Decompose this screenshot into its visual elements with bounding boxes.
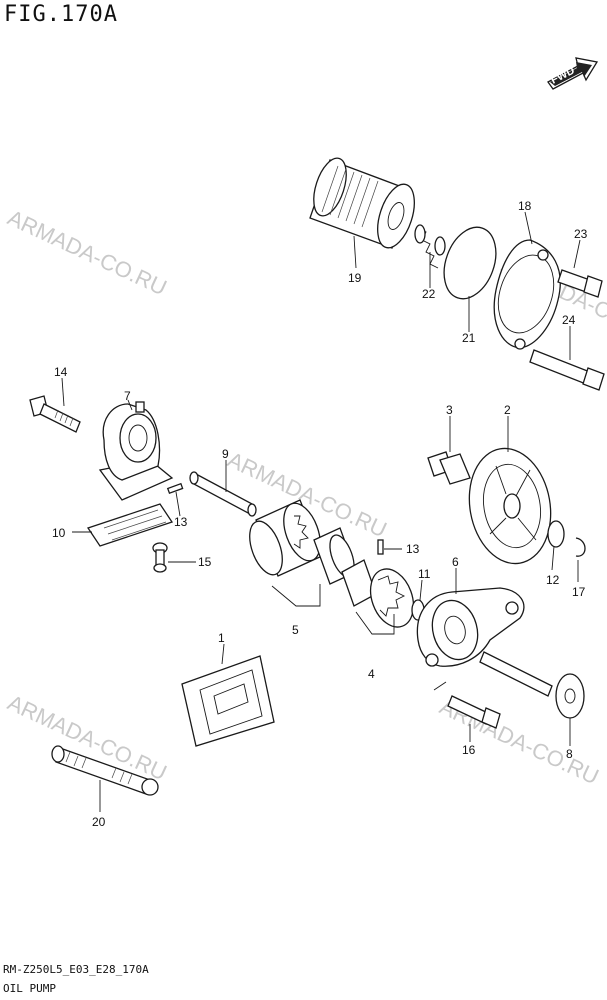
bolt-15-part <box>152 542 168 573</box>
callout-1: 1 <box>218 631 225 645</box>
callout-17: 17 <box>572 585 586 599</box>
callout-15: 15 <box>198 555 212 569</box>
callout-8: 8 <box>566 747 573 761</box>
bolt-23-part <box>557 269 603 298</box>
bolt-16-part <box>447 695 501 729</box>
callout-24: 24 <box>562 313 576 327</box>
footer-name: OIL PUMP <box>3 982 56 995</box>
magnet-part <box>51 745 159 796</box>
leader-lines <box>61 211 581 812</box>
figure-title: FIG.170A <box>4 2 118 27</box>
callout-22: 22 <box>422 287 436 301</box>
pump-housing-part <box>98 401 174 501</box>
callout-7: 7 <box>124 389 131 403</box>
callout-18: 18 <box>518 199 532 213</box>
drive-shaft-part <box>479 651 585 719</box>
gasket-part <box>181 655 275 747</box>
spring-part <box>414 224 446 269</box>
oil-screen-part <box>86 503 174 547</box>
callout-14: 14 <box>54 365 68 379</box>
outer-rotor-4-part <box>369 568 415 628</box>
callout-3: 3 <box>446 403 453 417</box>
circlip-part <box>575 537 586 557</box>
oil-filter-part <box>309 157 415 249</box>
callout-16: 16 <box>462 743 476 757</box>
pin-part <box>377 539 384 555</box>
bolt-14-part <box>29 395 81 433</box>
o-ring-part <box>443 226 497 300</box>
callout-6: 6 <box>452 555 459 569</box>
callout-11: 11 <box>418 567 431 581</box>
callout-5: 5 <box>292 623 299 637</box>
driven-gear-part <box>468 447 552 565</box>
callout-13a: 13 <box>174 515 188 529</box>
callout-12: 12 <box>546 573 560 587</box>
bolt-24-part <box>529 349 605 391</box>
watermark: ARMADA-CO.RU <box>4 205 171 300</box>
filter-cover-part <box>493 239 561 350</box>
callout-21: 21 <box>462 331 476 345</box>
callout-23: 23 <box>574 227 588 241</box>
pump-shaft-part <box>189 471 257 517</box>
pump-body-part <box>416 587 525 667</box>
bolt-3-part <box>427 451 471 485</box>
fwd-arrow-icon: FWD <box>547 57 599 90</box>
callout-4: 4 <box>368 667 375 681</box>
pin-part <box>166 482 184 495</box>
outer-rotor-5-part <box>249 499 323 577</box>
callout-19: 19 <box>348 271 362 285</box>
callout-2: 2 <box>504 403 511 417</box>
washer-12-part <box>547 520 565 548</box>
callout-10: 10 <box>52 526 66 540</box>
callout-13b: 13 <box>406 542 420 556</box>
callout-20: 20 <box>92 815 106 829</box>
callout-9: 9 <box>222 447 229 461</box>
footer-code: RM-Z250L5_E03_E28_170A <box>3 963 149 976</box>
